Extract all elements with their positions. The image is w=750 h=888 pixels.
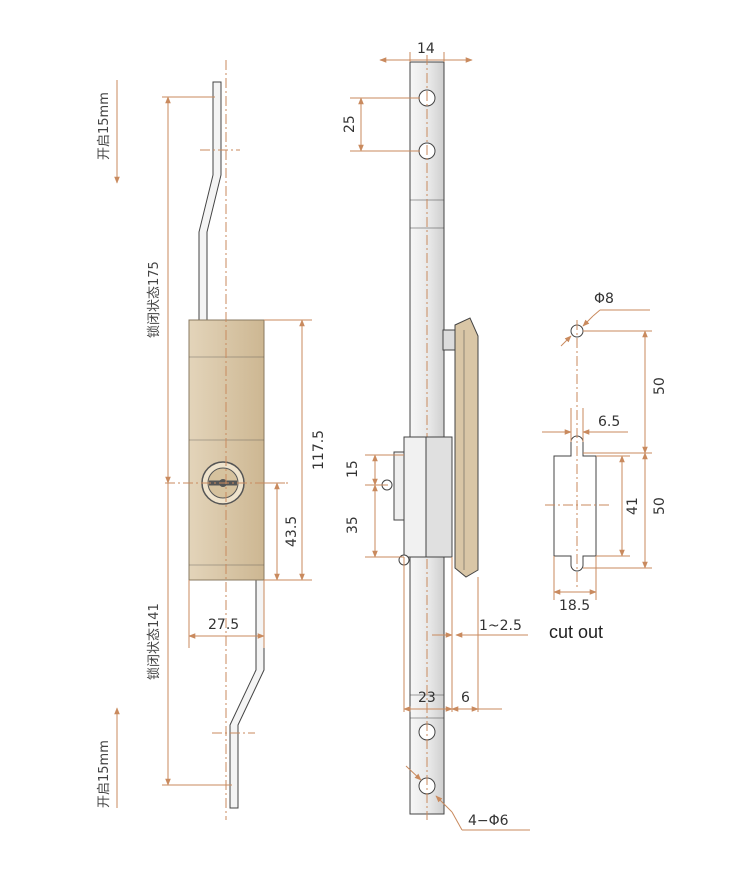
dim-gap: 1~2.5 [479, 618, 522, 634]
dim-35: 35 [345, 516, 361, 534]
lock-rod-bottom [229, 579, 265, 809]
side-handle [454, 317, 479, 578]
front-view: 开启15mm 锁闭状态175 锁闭状态141 开启15mm 117.5 43.5… [97, 60, 327, 820]
locked-label-top: 锁闭状态175 [146, 261, 162, 338]
dim-41: 41 [625, 497, 641, 515]
lock-rod-top [198, 81, 222, 321]
dim-6: 6 [461, 690, 470, 706]
dim-6-5: 6.5 [598, 414, 620, 430]
dim-15: 15 [345, 460, 361, 478]
cutout-slot [553, 435, 597, 572]
holes-note: 4−Φ6 [468, 813, 509, 829]
dim-23: 23 [418, 690, 436, 706]
side-view: 14 25 15 35 1~2.5 23 6 [342, 41, 530, 831]
open-label-bottom: 开启15mm [97, 740, 112, 808]
open-label-top: 开启15mm [97, 92, 112, 160]
dim-117-5: 117.5 [311, 430, 327, 470]
dim-phi8: Φ8 [594, 291, 614, 307]
dim-50-upper: 50 [652, 377, 668, 395]
locked-label-bottom: 锁闭状态141 [146, 603, 162, 680]
dim-25: 25 [342, 115, 358, 133]
dim-18-5: 18.5 [559, 598, 590, 614]
dim-43-5: 43.5 [284, 516, 300, 547]
cutout-view: Φ8 50 50 6.5 41 18.5 cut out [542, 291, 668, 642]
dim-50-lower: 50 [652, 497, 668, 515]
dim-27-5: 27.5 [208, 617, 239, 633]
dim-14: 14 [417, 41, 435, 57]
cutout-caption: cut out [549, 622, 603, 642]
